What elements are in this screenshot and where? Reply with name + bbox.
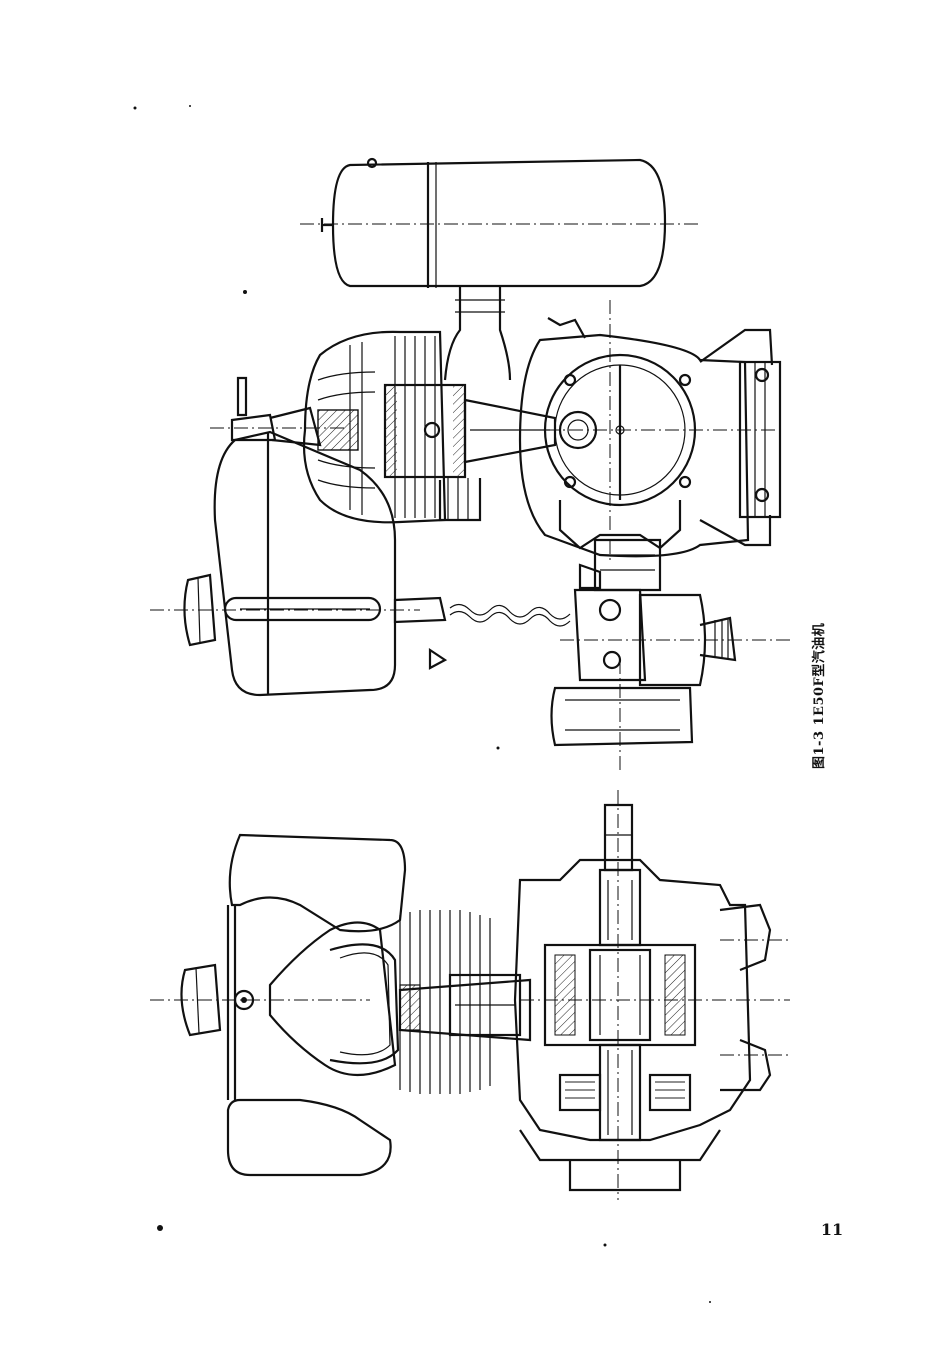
muffler-drawing	[300, 157, 700, 288]
fuel-tank-drawing	[150, 430, 420, 697]
fuel-tank-front-drawing	[150, 833, 407, 1177]
piston-drawing	[383, 383, 557, 522]
scan-specks	[133, 105, 711, 1303]
engine-front-view-drawing	[150, 790, 790, 1200]
exhaust-pipe-drawing	[443, 286, 512, 381]
crankcase-drawing	[518, 300, 782, 560]
engine-side-view-drawing	[150, 157, 790, 770]
crankcase-front-drawing	[513, 790, 790, 1200]
cylinder-head-drawing	[302, 330, 447, 524]
cylinder-front-drawing	[268, 910, 532, 1094]
crankshaft-housing-drawing	[550, 538, 694, 770]
carburetor-drawing	[393, 563, 647, 682]
page-number: 11	[820, 1220, 844, 1239]
air-filter-drawing	[560, 593, 790, 687]
figure-caption: 图1-3 1E50F型汽油机	[812, 622, 827, 769]
